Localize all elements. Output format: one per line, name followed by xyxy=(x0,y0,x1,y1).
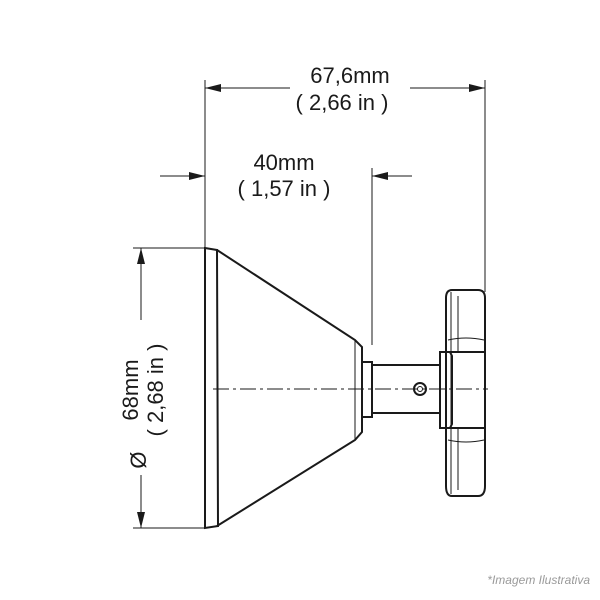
arrowhead-right-inward xyxy=(372,172,388,180)
arrowhead-right xyxy=(469,84,485,92)
body-depth-metric: 40mm xyxy=(253,150,314,175)
illustrative-caption: *Imagem Ilustrativa xyxy=(487,573,590,587)
overall-depth-imperial: ( 2,66 in ) xyxy=(296,90,389,115)
set-screw-socket xyxy=(417,386,423,392)
cross-handle xyxy=(445,289,486,497)
overall-depth-dimension: 67,6mm ( 2,66 in ) xyxy=(204,63,486,292)
diameter-metric: 68mm xyxy=(118,359,143,420)
valve-part xyxy=(204,246,488,530)
handle-arm-curves xyxy=(447,337,485,443)
diameter-dimension: 68mm ( 2,68 in ) Ø xyxy=(118,247,205,529)
body-depth-imperial: ( 1,57 in ) xyxy=(238,176,331,201)
arrowhead-left xyxy=(205,84,221,92)
body-depth-dimension: 40mm ( 1,57 in ) xyxy=(160,150,412,345)
arrowhead-left-inward xyxy=(189,172,205,180)
arrowhead-bottom xyxy=(137,512,145,528)
handle-arm-edges xyxy=(446,351,485,429)
diameter-symbol: Ø xyxy=(126,451,151,468)
conical-body xyxy=(216,249,363,527)
flange xyxy=(204,246,220,530)
diameter-imperial: ( 2,68 in ) xyxy=(143,344,168,437)
stem-collar xyxy=(362,361,373,418)
arrowhead-top xyxy=(137,248,145,264)
overall-depth-metric: 67,6mm xyxy=(310,63,389,88)
